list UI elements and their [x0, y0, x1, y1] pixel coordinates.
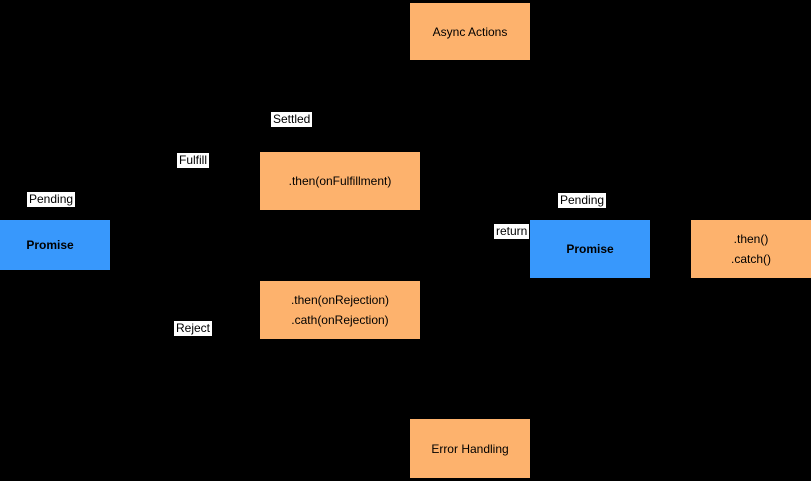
edge-label-settled: Settled: [271, 112, 313, 127]
node-error-handling-label: Error Handling: [431, 441, 509, 456]
node-error-handling: Error Handling: [410, 419, 530, 478]
node-then-onfulfillment: .then(onFulfillment): [260, 152, 420, 210]
node-async-actions: Async Actions: [410, 3, 530, 60]
node-promise-returned: Promise: [530, 220, 650, 278]
edge-label-return: return: [494, 224, 530, 239]
node-then-onrejection-line1: .then(onRejection): [290, 293, 390, 307]
edge-label-fulfill: Fulfill: [177, 153, 210, 168]
node-then-onrejection: .then(onRejection) .cath(onRejection): [260, 281, 420, 339]
node-then-onfulfillment-label: .then(onFulfillment): [288, 174, 392, 188]
node-promise-initial: Promise: [0, 220, 110, 270]
node-async-actions-label: Async Actions: [432, 24, 508, 39]
node-promise-initial-label: Promise: [26, 238, 74, 252]
edge-label-pending-left: Pending: [27, 192, 76, 207]
node-promise-returned-label: Promise: [566, 242, 614, 256]
node-then-catch: .then() .catch(): [691, 220, 811, 278]
edge-label-pending-right: Pending: [558, 193, 607, 208]
edge-label-reject: Reject: [174, 321, 213, 336]
node-then-catch-line1: .then(): [733, 232, 769, 246]
node-then-onrejection-line2: .cath(onRejection): [291, 313, 389, 327]
node-then-catch-line2: .catch(): [730, 252, 771, 266]
